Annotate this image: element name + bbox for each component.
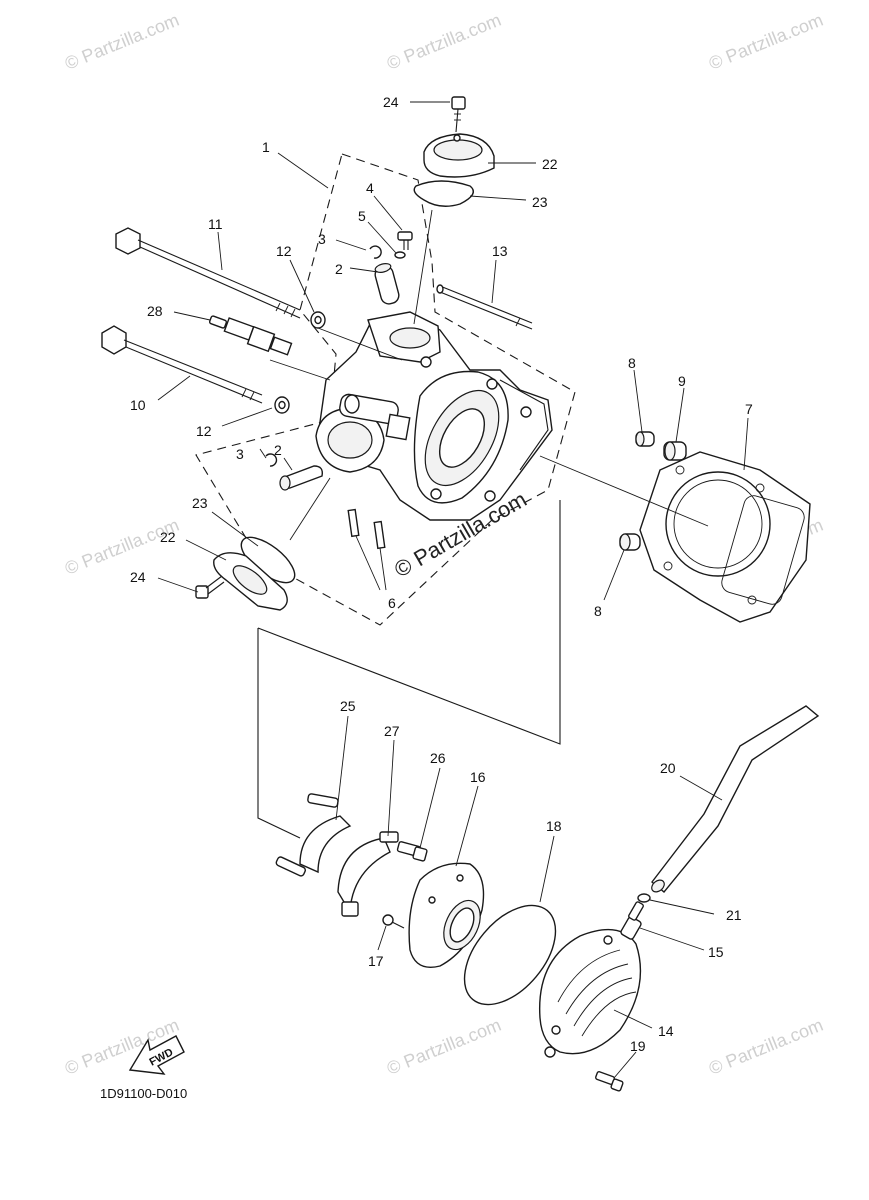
pipe-upper: [374, 263, 400, 305]
cover-14: [538, 928, 642, 1058]
callout-18: 18: [546, 818, 562, 834]
valve-cap-side: [213, 552, 288, 611]
pipe-lower: [279, 465, 324, 491]
callout-2: 2: [335, 261, 343, 277]
callout-12: 12: [276, 243, 292, 259]
callout-17: 17: [368, 953, 384, 969]
callout-25: 25: [340, 698, 356, 714]
callout-28: 28: [147, 303, 163, 319]
leader-lines-upper: [157, 101, 749, 601]
assembly-outline-head: [195, 153, 576, 626]
washers: [274, 311, 326, 414]
callout-3: 3: [236, 446, 244, 462]
o-ring-18: [463, 904, 557, 1006]
hose-20: [651, 705, 820, 893]
bolt-19: [595, 1071, 624, 1092]
callout-24: 24: [130, 569, 146, 585]
fitting-15: [620, 901, 644, 940]
dowel-pin-lower: [619, 533, 641, 551]
callout-2: 2: [274, 442, 282, 458]
watermark: © Partzilla.com: [384, 10, 504, 74]
diagram-code: 1D91100-D010: [100, 1086, 187, 1101]
top-valve-cap-group: [413, 96, 495, 207]
callout-23: 23: [192, 495, 208, 511]
callout-15: 15: [708, 944, 724, 960]
fwd-arrow-icon: FWD: [128, 1035, 185, 1075]
upper-small-parts: [369, 231, 413, 305]
callout-1: 1: [262, 139, 270, 155]
watermark: © Partzilla.com: [706, 1015, 826, 1079]
callout-5: 5: [358, 208, 366, 224]
callout-22: 22: [160, 529, 176, 545]
callout-24: 24: [383, 94, 399, 110]
watermark: © Partzilla.com: [384, 1015, 504, 1079]
short-stud: [436, 284, 533, 330]
dowel-pin-upper: [635, 431, 655, 447]
callout-8: 8: [594, 603, 602, 619]
cover-plate-16: [408, 862, 485, 968]
o-ring-gasket-top: [413, 180, 474, 207]
head-gasket-group: [619, 431, 811, 623]
assembly-outline-cover: [257, 500, 561, 839]
callout-13: 13: [492, 243, 508, 259]
small-bolt: [397, 231, 413, 250]
callout-9: 9: [678, 373, 686, 389]
long-bolt-lower: [101, 325, 263, 404]
callout-26: 26: [430, 750, 446, 766]
callout-23: 23: [532, 194, 548, 210]
valve-cap-top: [423, 133, 495, 178]
bolt-top: [451, 96, 466, 133]
callout-21: 21: [726, 907, 742, 923]
lower-small-parts: [265, 453, 324, 491]
stud-pair: [347, 508, 386, 550]
callout-22: 22: [542, 156, 558, 172]
callout-14: 14: [658, 1023, 674, 1039]
lower-cover-group: [275, 705, 820, 1092]
o-ring-dowel: [663, 441, 687, 461]
callout-8: 8: [628, 355, 636, 371]
callout-10: 10: [130, 397, 146, 413]
callout-11: 11: [208, 216, 223, 232]
cylinder-head: [315, 311, 553, 521]
long-bolt-upper: [115, 227, 301, 319]
callout-4: 4: [366, 180, 374, 196]
clip-21: [637, 893, 651, 903]
bracket-25: [275, 793, 352, 877]
clip-ring-upper: [369, 245, 382, 259]
small-washer: [394, 251, 406, 259]
watermark: © Partzilla.com: [62, 10, 182, 74]
callout-3: 3: [318, 231, 326, 247]
watermark: © Partzilla.com: [62, 515, 182, 579]
watermark: © Partzilla.com: [706, 10, 826, 74]
callout-19: 19: [630, 1038, 646, 1054]
clip-ring-lower: [265, 453, 278, 467]
callout-20: 20: [660, 760, 676, 776]
clamp-27: [337, 831, 399, 917]
callout-27: 27: [384, 723, 400, 739]
callouts: 24 22 23 1 4 5 3 2 11 12 13 28 10 12 2 3…: [130, 94, 753, 1054]
callout-16: 16: [470, 769, 486, 785]
side-valve-cap-group: [195, 536, 296, 611]
bolt-26: [396, 841, 428, 862]
screw-17: [382, 914, 405, 929]
bolt-side: [195, 575, 225, 599]
leader-lines-lower: [335, 715, 723, 1079]
callout-6: 6: [388, 595, 396, 611]
callout-7: 7: [745, 401, 753, 417]
callout-12: 12: [196, 423, 212, 439]
spark-plug: [208, 315, 293, 356]
